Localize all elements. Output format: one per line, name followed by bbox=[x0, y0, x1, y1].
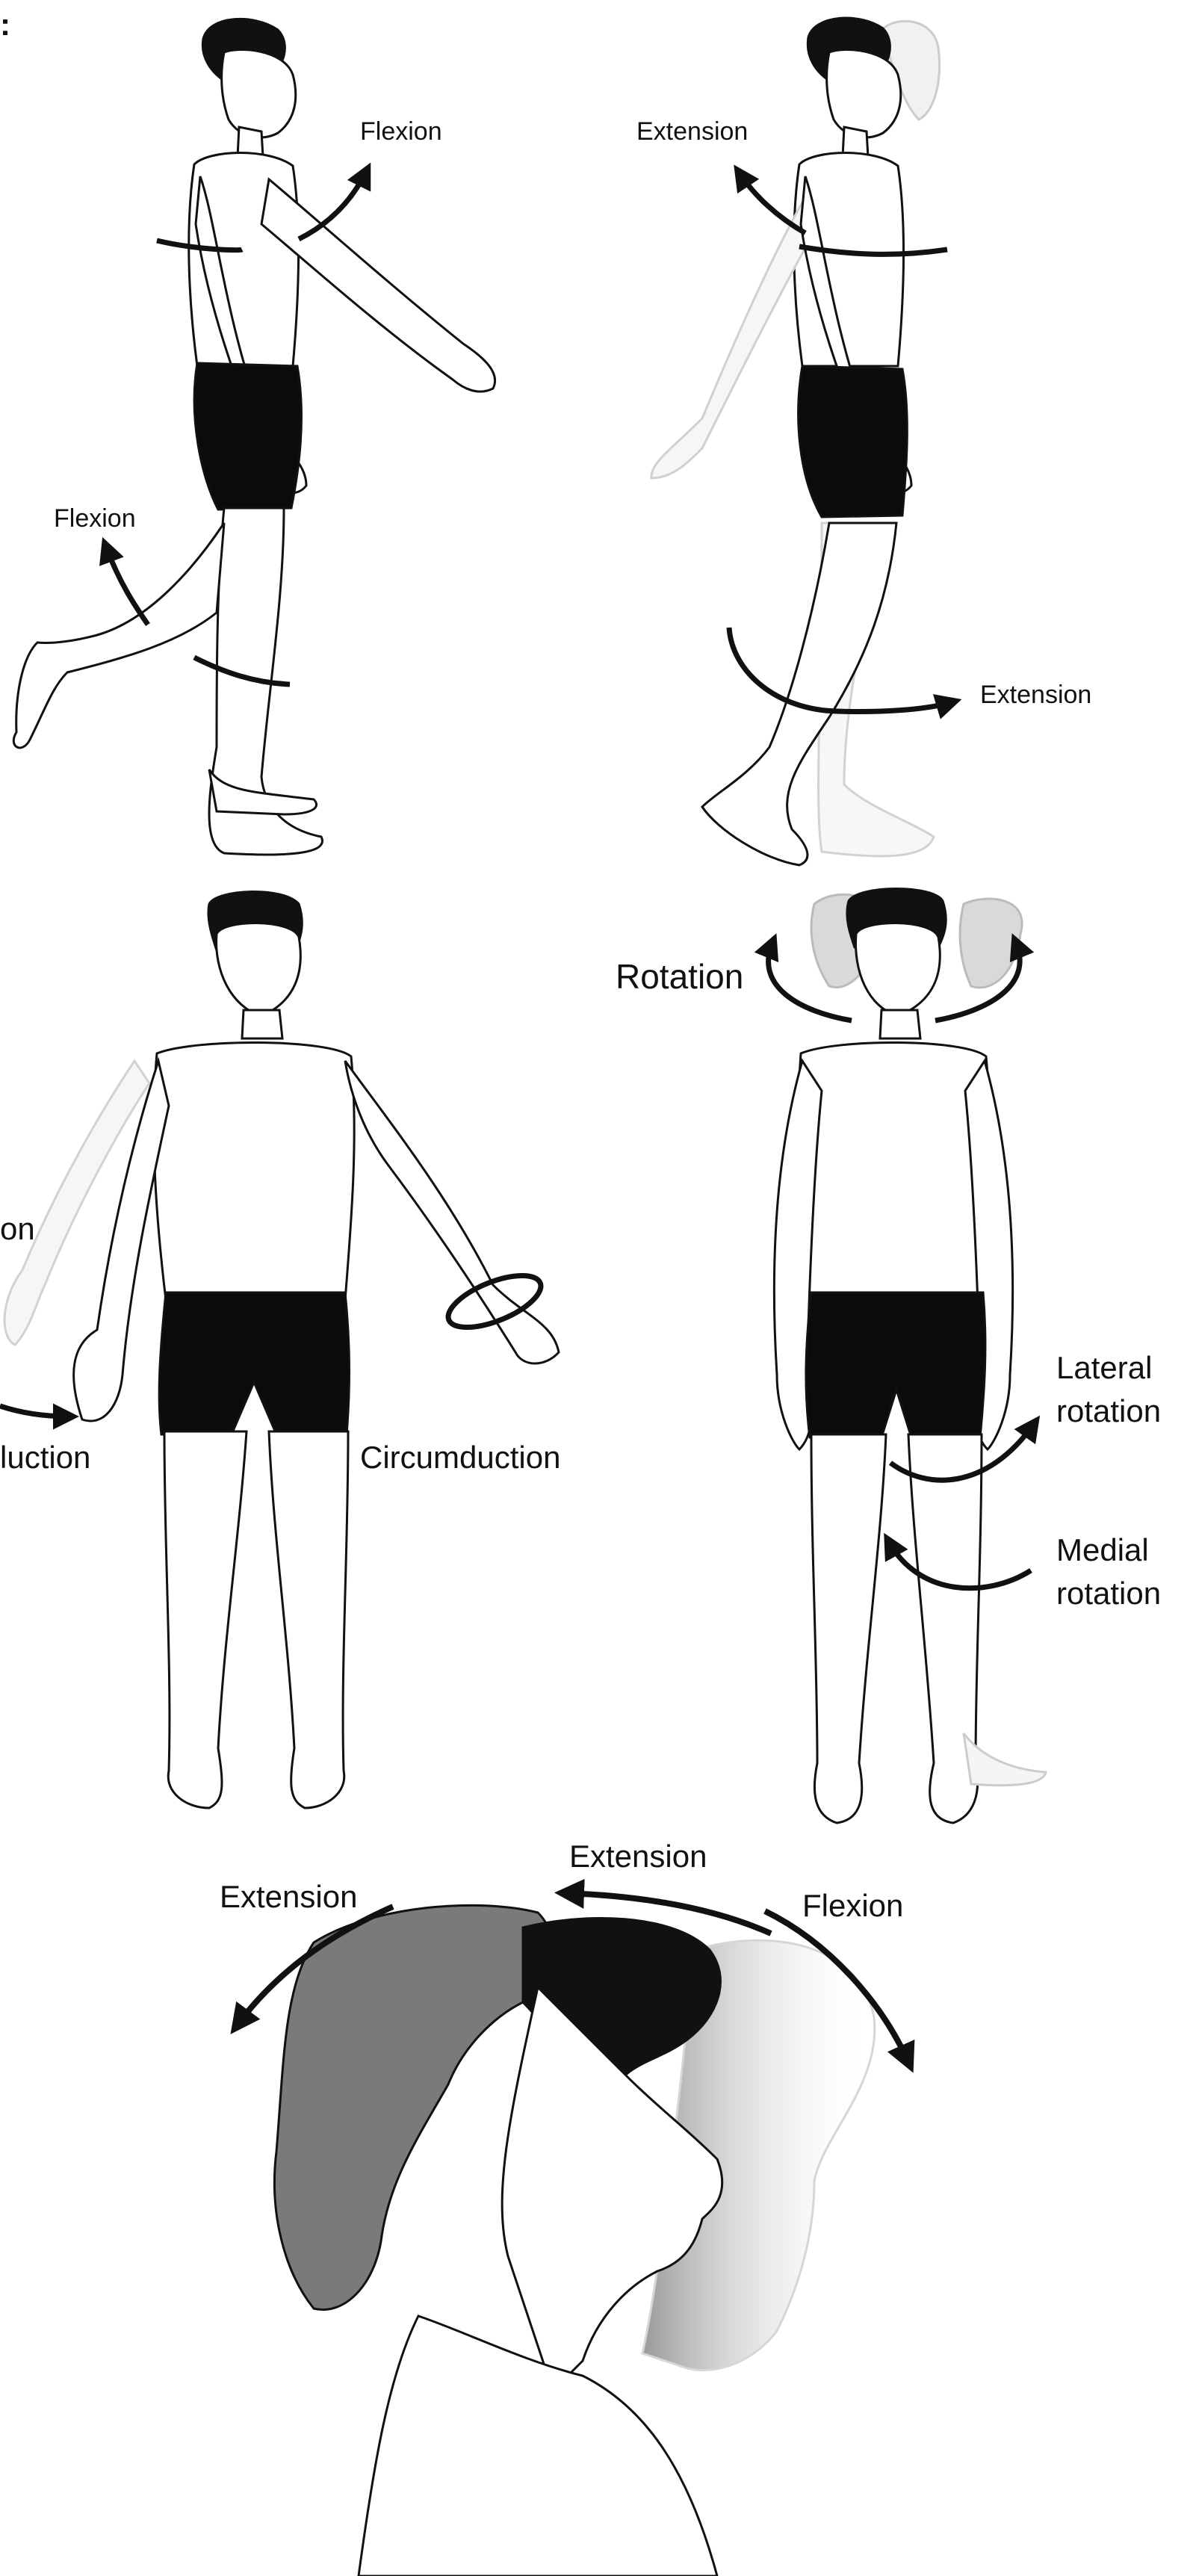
panel-marker: : bbox=[0, 7, 10, 42]
neck-figure bbox=[274, 1905, 874, 2576]
flexion-hip-arrow bbox=[106, 547, 148, 625]
neck-extension-top-label: Extension bbox=[569, 1839, 707, 1874]
extension-leg-label: Extension bbox=[980, 681, 1091, 709]
extension-arm-label: Extension bbox=[636, 118, 748, 146]
circumduction-shorts bbox=[159, 1292, 349, 1434]
neck-flexion-label: Flexion bbox=[802, 1889, 903, 1923]
neck-extension-left-label: Extension bbox=[220, 1880, 357, 1914]
circumduction-label: Circumduction bbox=[360, 1440, 560, 1475]
flexion-arm-label: Flexion bbox=[360, 118, 442, 146]
circumduction-figure bbox=[4, 891, 559, 1808]
medial-rotation-label-line2: rotation bbox=[1056, 1576, 1161, 1611]
lateral-rotation-label-line2: rotation bbox=[1056, 1394, 1161, 1428]
circumduction-left-fragment-upper: on bbox=[0, 1212, 35, 1246]
rotation-shorts bbox=[806, 1292, 985, 1437]
flexion-leg-label: Flexion bbox=[54, 505, 136, 533]
circumduction-left-arrow bbox=[0, 1406, 69, 1417]
rotation-figure bbox=[774, 889, 1046, 1824]
flexion-shorts bbox=[194, 363, 301, 510]
extension-shorts bbox=[799, 366, 908, 517]
medial-rotation-label-line1: Medial bbox=[1056, 1533, 1149, 1567]
circumduction-left-fragment-lower: luction bbox=[0, 1440, 90, 1475]
lateral-rotation-label-line1: Lateral bbox=[1056, 1351, 1152, 1385]
rotation-label: Rotation bbox=[616, 958, 743, 996]
